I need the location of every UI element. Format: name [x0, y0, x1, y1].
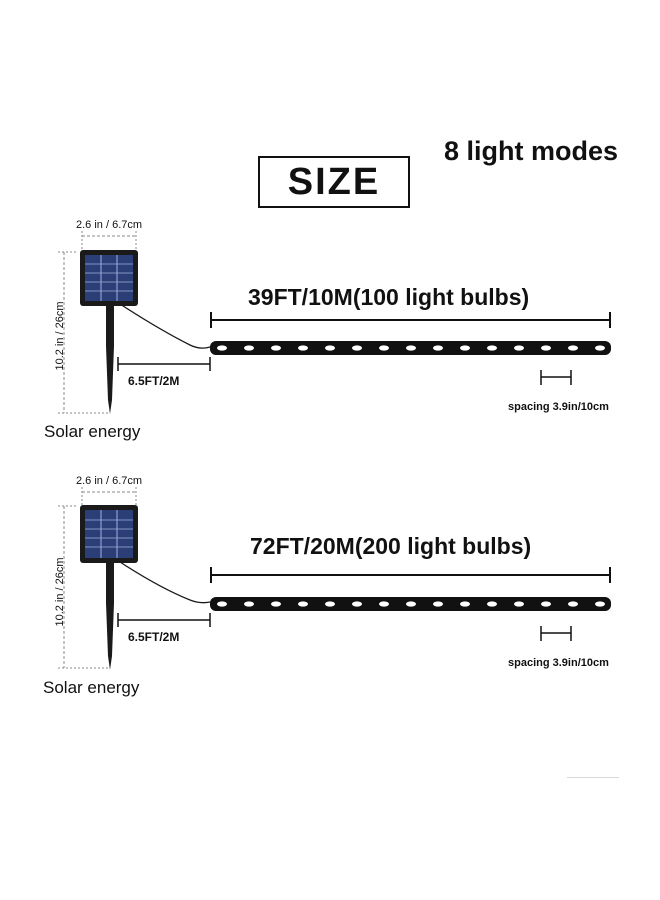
solar-energy-label: Solar energy — [44, 422, 141, 441]
bulb-icon — [325, 601, 335, 607]
length-label: 72FT/20M(200 light bulbs) — [250, 533, 532, 559]
length-label: 39FT/10M(100 light bulbs) — [248, 284, 530, 310]
light-string — [210, 597, 611, 611]
bulb-icon — [487, 601, 497, 607]
size-title-box: SIZE — [258, 156, 410, 208]
divider-line — [567, 777, 619, 778]
panel-width-label: 2.6 in / 6.7cm — [76, 475, 143, 487]
bulb-icon — [406, 345, 416, 351]
bulb-icon — [271, 345, 281, 351]
bulb-icon — [595, 345, 605, 351]
solar-panel-icon — [80, 250, 138, 306]
bulb-icon — [541, 601, 551, 607]
bulb-icon — [460, 601, 470, 607]
variant-20m-drawing — [58, 487, 611, 670]
bulb-icon — [433, 601, 443, 607]
panel-width-label: 2.6 in / 6.7cm — [76, 219, 143, 231]
variant-10m-drawing — [58, 231, 611, 414]
lead-length-label: 6.5FT/2M — [128, 630, 180, 644]
bulb-icon — [541, 345, 551, 351]
ground-stake-icon — [106, 563, 114, 670]
lead-cable — [119, 303, 211, 349]
bulb-icon — [379, 601, 389, 607]
variant-20m: 2.6 in / 6.7cm 10.2 in / 26cm Solar ener… — [0, 0, 660, 697]
ground-stake-icon — [106, 306, 114, 414]
bulb-icon — [352, 345, 362, 351]
bulb-icon — [217, 601, 227, 607]
solar-energy-label: Solar energy — [43, 678, 140, 697]
bulb-icon — [595, 601, 605, 607]
solar-panel-icon — [80, 505, 138, 563]
bulb-icon — [352, 601, 362, 607]
bulb-icon — [244, 345, 254, 351]
bulb-icon — [379, 345, 389, 351]
bulb-icon — [514, 601, 524, 607]
lead-cable — [119, 561, 211, 604]
bulb-icon — [460, 345, 470, 351]
lead-length-label: 6.5FT/2M — [128, 374, 180, 388]
bulb-icon — [298, 601, 308, 607]
bulb-icon — [406, 601, 416, 607]
bulb-icon — [298, 345, 308, 351]
light-modes-heading: 8 light modes — [444, 136, 619, 166]
spacing-label: spacing 3.9in/10cm — [508, 401, 609, 413]
bulb-icon — [433, 345, 443, 351]
bulb-icon — [568, 345, 578, 351]
bulb-icon — [487, 345, 497, 351]
size-title: SIZE — [287, 160, 381, 203]
bulb-icon — [217, 345, 227, 351]
bulb-icon — [271, 601, 281, 607]
spacing-label: spacing 3.9in/10cm — [508, 657, 609, 669]
light-string — [210, 341, 611, 355]
bulb-icon — [244, 601, 254, 607]
bulb-icon — [325, 345, 335, 351]
variant-10m: 2.6 in / 6.7cm 10.2 in / 26cm Solar ener… — [0, 0, 660, 441]
bulb-icon — [514, 345, 524, 351]
bulb-icon — [568, 601, 578, 607]
panel-height-label: 10.2 in / 26cm — [54, 557, 66, 627]
